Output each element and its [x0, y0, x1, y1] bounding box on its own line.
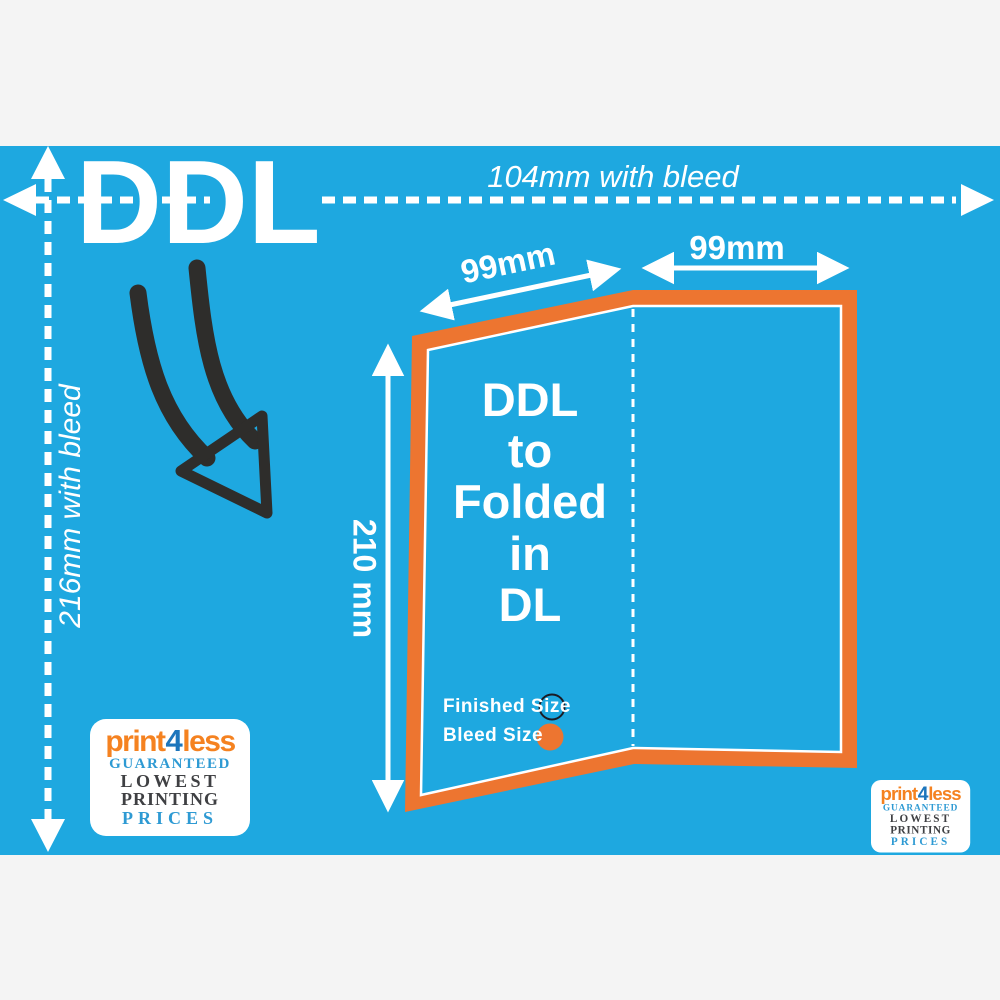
logo-word-less: less — [182, 725, 236, 758]
finished-size-swatch-icon — [538, 693, 566, 721]
logo-lowest-label: LOWEST — [889, 812, 952, 825]
panel-dimension-arrows — [371, 251, 850, 813]
up-arrowhead-icon — [31, 146, 65, 179]
legend-bleed-size-label: Bleed Size — [443, 725, 544, 746]
bleed-size-swatch-icon — [536, 723, 564, 751]
arrowhead-triangle-icon — [175, 410, 273, 519]
folded-leaflet — [405, 290, 857, 812]
left-panel-width-arrow — [419, 259, 622, 321]
logo-4-icon: 4 — [165, 723, 183, 758]
fold-direction-arrow — [129, 259, 273, 519]
paper-caption: DDL to Folded in DL — [452, 373, 608, 631]
logo-word-print: print — [105, 725, 166, 758]
logo-wordmark: print4less — [94, 723, 246, 758]
logo-guaranteed-label: GUARANTEED — [882, 802, 959, 813]
right-arrowhead-icon — [961, 184, 994, 216]
logo-word-print: print — [880, 783, 919, 805]
bleed-height-label: 216mm with bleed — [54, 384, 87, 628]
logo-prices-label: PRICES — [121, 807, 218, 828]
legend-finished-size-label: Finished Size — [443, 696, 571, 717]
paper-finished-outline — [419, 304, 843, 797]
logo-word-less: less — [928, 783, 961, 805]
logo-wordmark: print4less — [873, 782, 967, 805]
logo-4-icon: 4 — [917, 782, 929, 805]
bleed-width-arrow — [3, 184, 994, 216]
down-arrowhead-icon — [31, 819, 65, 852]
logo-printing-label: PRINTING — [890, 823, 951, 836]
legend-swatches — [536, 693, 566, 751]
page-title: DDL — [76, 136, 321, 269]
logo-prices-label: PRICES — [890, 834, 951, 848]
logo-printing-label: PRINTING — [120, 789, 219, 810]
logo-lowest-label: LOWEST — [120, 770, 220, 791]
print4less-logo-large: print4less GUARANTEED LOWEST PRINTING PR… — [90, 719, 250, 836]
right-panel-width-label: 99mm — [689, 229, 785, 266]
panel-height-label: 210 mm — [346, 518, 383, 639]
bleed-width-label: 104mm with bleed — [487, 159, 739, 194]
logo-guaranteed-label: GUARANTEED — [109, 755, 231, 772]
left-arrowhead-icon — [3, 184, 36, 216]
print4less-logo-small: print4less GUARANTEED LOWEST PRINTING PR… — [871, 780, 971, 853]
bleed-height-arrow — [31, 146, 65, 852]
